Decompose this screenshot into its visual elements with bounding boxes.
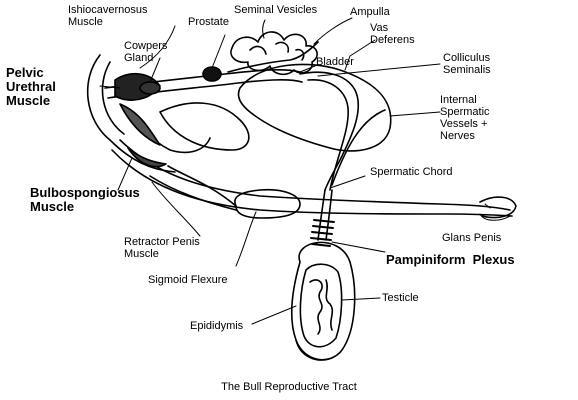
label-bulbospongiosus: Bulbospongiosus Muscle: [30, 185, 140, 214]
bladder: [237, 63, 392, 152]
label-glans-penis: Glans Penis: [442, 232, 502, 244]
label-ischiocavernosus: Ishiocavernosus Muscle: [68, 4, 148, 28]
internal-spermatic-vessels: [331, 109, 386, 186]
label-testicle: Testicle: [382, 292, 419, 304]
pelvis-outline: [86, 54, 176, 173]
label-ampulla: Ampulla: [350, 6, 390, 18]
glans-penis: [479, 196, 517, 219]
prostate: [202, 66, 222, 82]
label-vas-deferens: Vas Deferens: [370, 22, 415, 46]
label-spermatic-chord: Spermatic Chord: [370, 166, 453, 178]
diagram-caption: The Bull Reproductive Tract: [221, 381, 357, 393]
label-seminal-vesicles: Seminal Vesicles: [234, 4, 318, 16]
seminal-vesicles: [230, 31, 318, 76]
retractor-penis-muscle: [149, 175, 237, 211]
ampulla: [227, 41, 319, 73]
testicle: [290, 241, 356, 361]
label-prostate: Prostate: [188, 16, 229, 28]
vas-deferens: [299, 71, 360, 191]
spermatic-cord: [317, 189, 326, 241]
ischiocavernosus-muscle: [119, 103, 161, 146]
label-retractor-penis: Retractor Penis Muscle: [124, 236, 200, 260]
label-sigmoid-flexure: Sigmoid Flexure: [148, 274, 228, 286]
pampiniform-plexus: [310, 219, 335, 247]
label-epididymis: Epididymis: [190, 320, 244, 332]
sigmoid-flexure: [234, 188, 301, 219]
bulbospongiosus-muscle: [127, 147, 167, 168]
label-pampiniform-plexus: Pampiniform Plexus: [386, 252, 515, 267]
label-internal-spermatic: Internal Spermatic Vessels + Nerves: [440, 94, 490, 142]
label-bladder: Bladder: [316, 56, 354, 68]
epididymis: [295, 339, 333, 361]
cowpers-gland: [139, 81, 161, 95]
label-cowpers-gland: Cowpers Gland: [124, 40, 168, 64]
label-colliculus: Colliculus Seminalis: [443, 52, 491, 76]
label-pelvic-urethral-muscle: Pelvic Urethral Muscle: [6, 65, 56, 108]
